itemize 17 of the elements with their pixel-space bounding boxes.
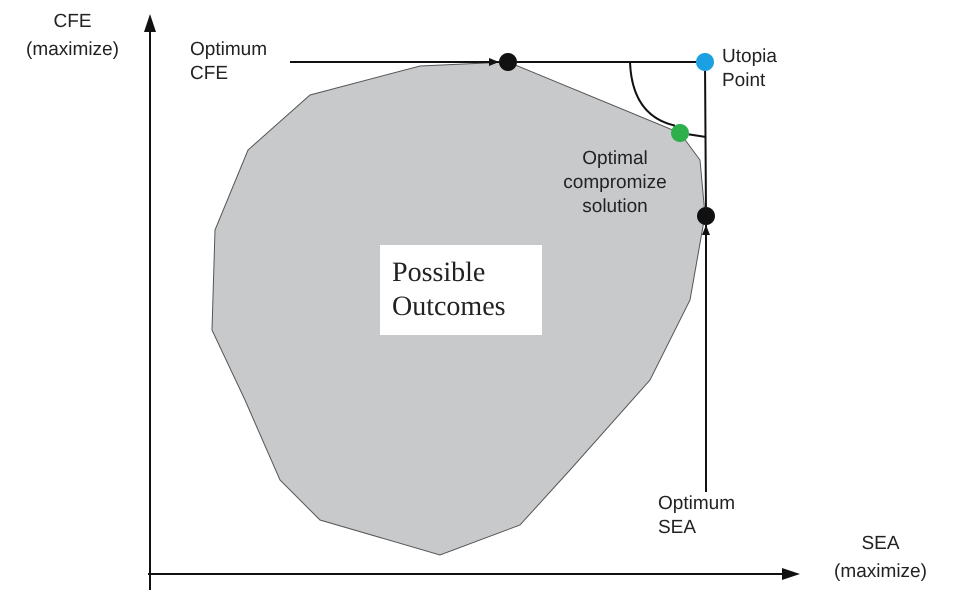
point-label: Utopia Point: [722, 45, 778, 93]
axis-label: SEA (maximize): [833, 532, 928, 584]
axis-label: CFE (maximize): [25, 10, 120, 62]
connector-line: [517, 61, 696, 63]
region-label: Possible Outcomes: [380, 245, 542, 335]
point-marker: [671, 124, 689, 142]
point-marker: [697, 207, 715, 225]
point-marker: [499, 53, 517, 71]
angle-arc: [629, 62, 676, 127]
connector-line: [688, 133, 706, 138]
optimum-label: Optimum CFE: [190, 38, 290, 86]
point-label: Optimal compromize solution: [562, 147, 668, 219]
arrow: [702, 225, 710, 492]
optimum-label: Optimum SEA: [658, 492, 754, 540]
point-marker: [696, 53, 714, 71]
connector-line: [704, 71, 707, 207]
arrow: [290, 58, 499, 66]
